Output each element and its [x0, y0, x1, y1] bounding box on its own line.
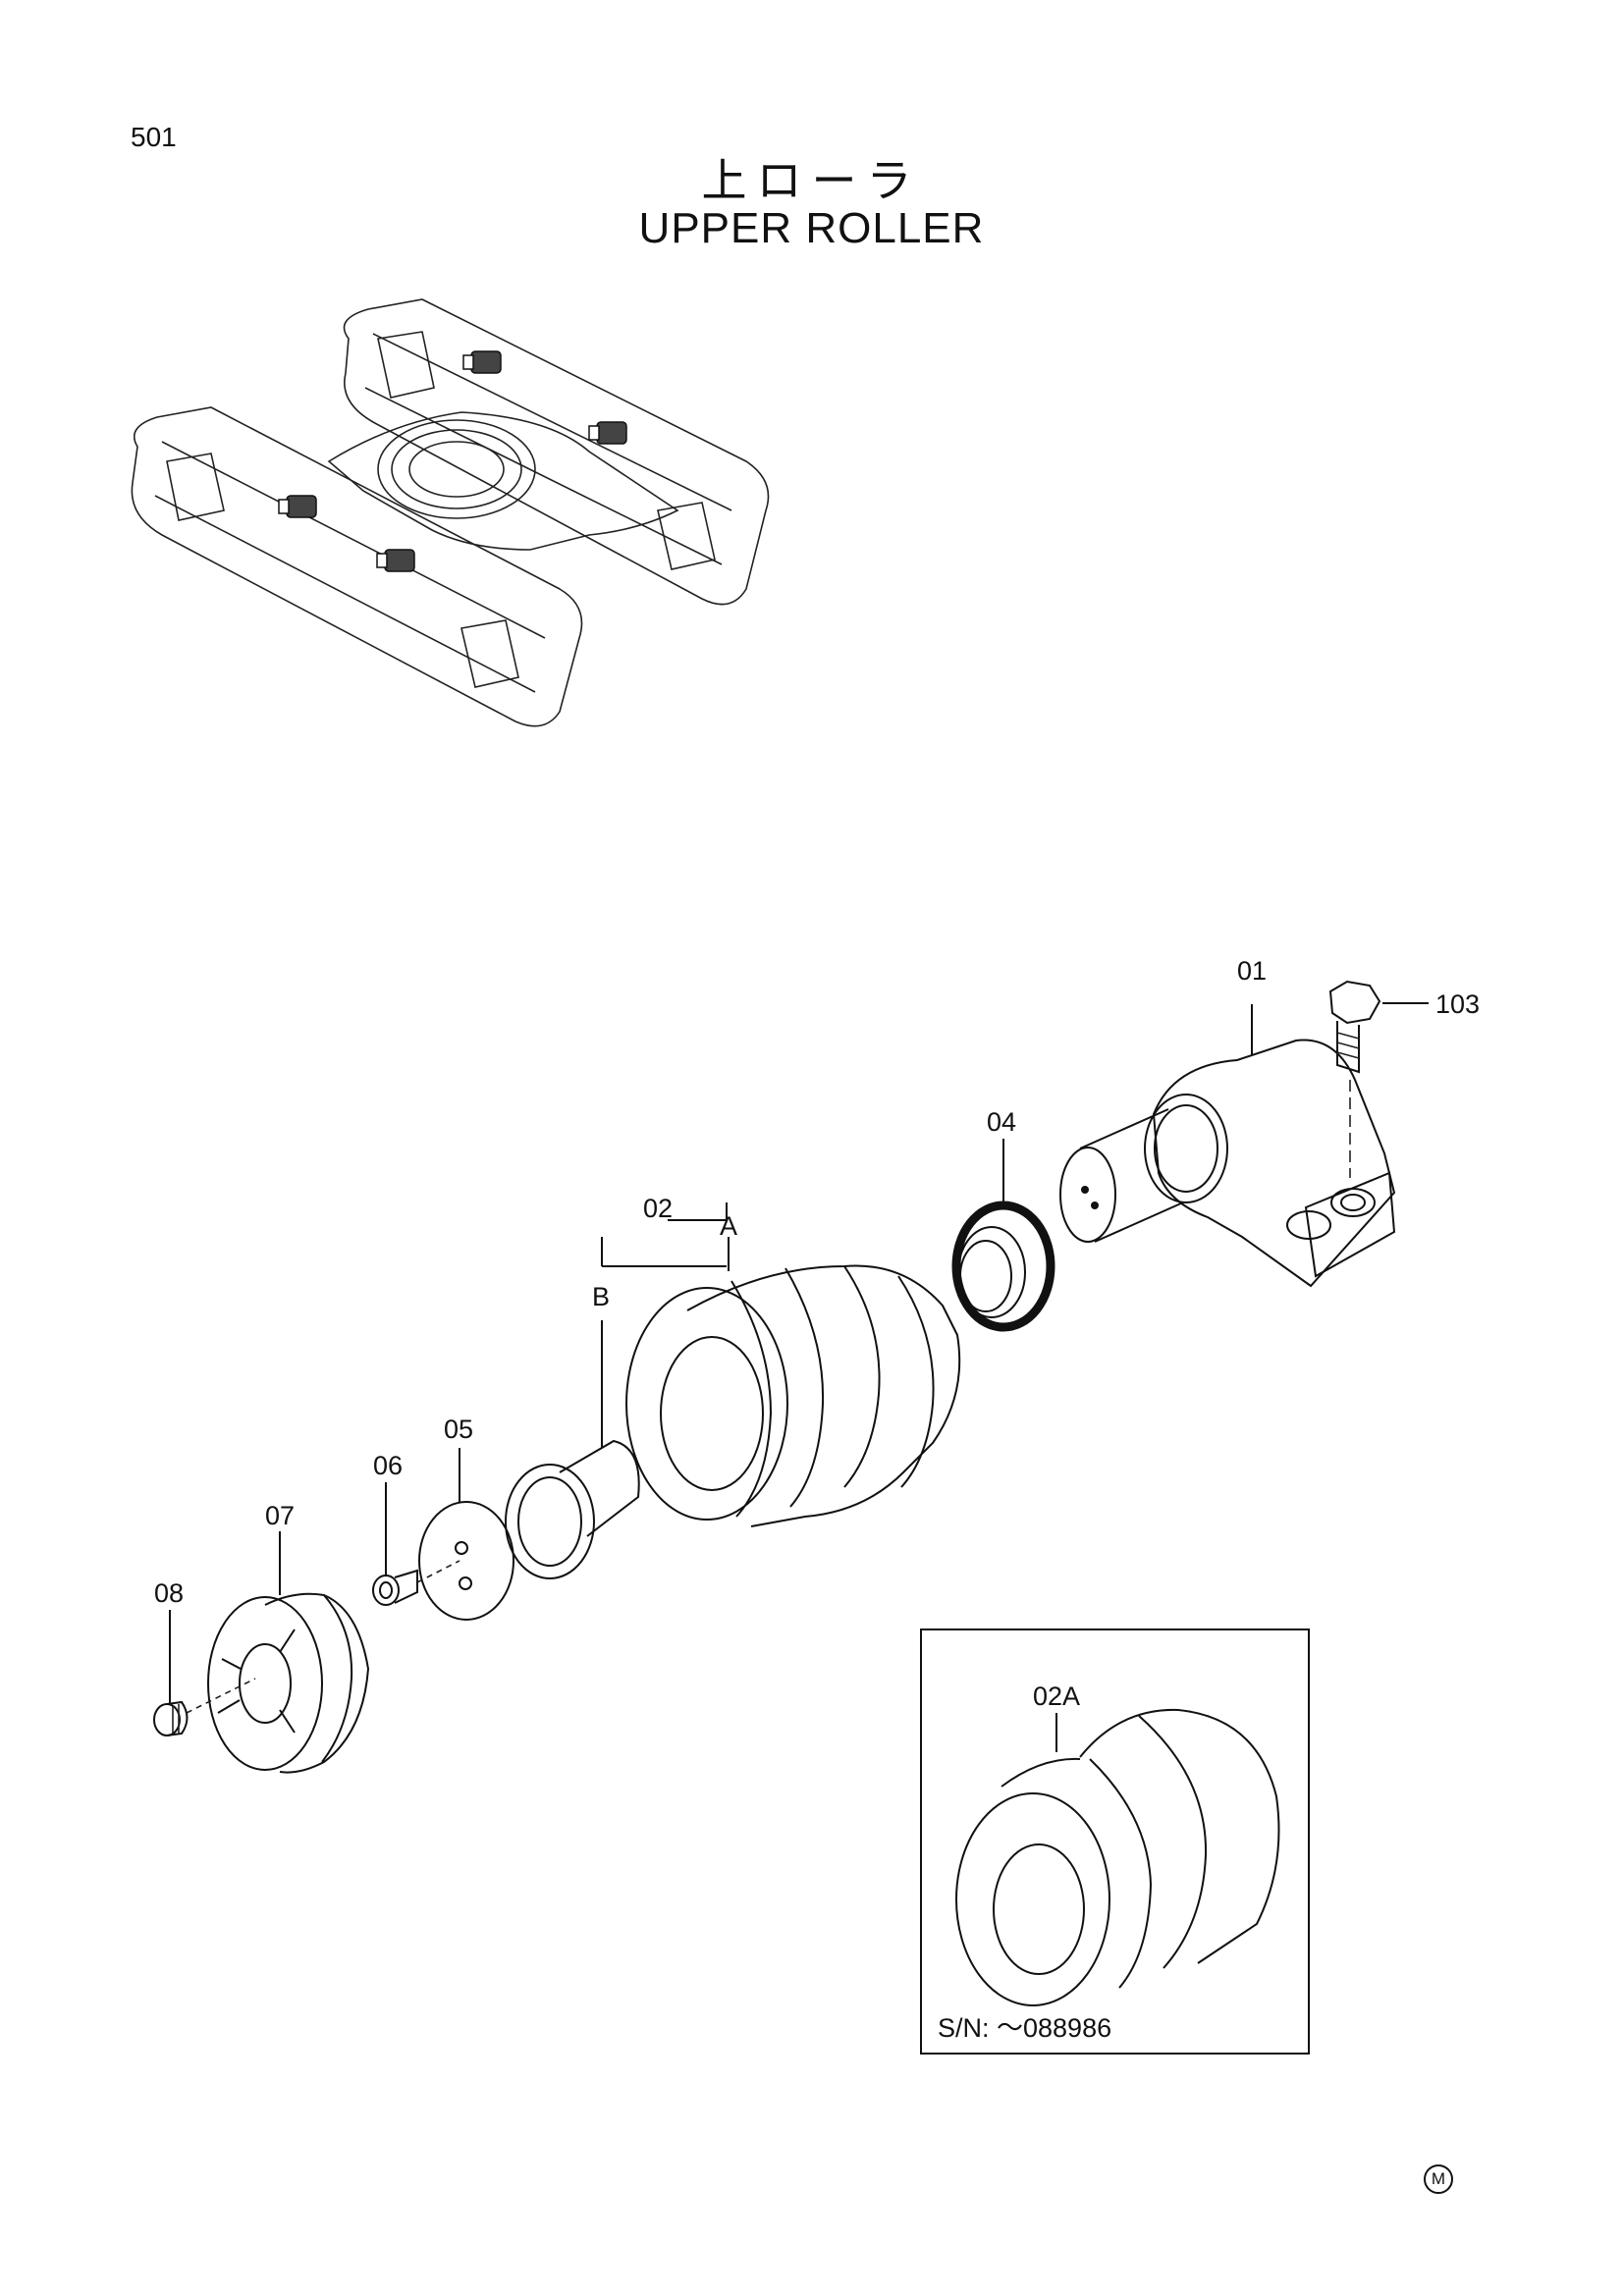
title-english: UPPER ROLLER	[638, 204, 985, 252]
part-07-cover	[186, 1592, 370, 1774]
corner-mark: M	[1424, 2164, 1453, 2194]
label-part-02: 02	[643, 1194, 673, 1223]
part-01-bracket	[1059, 1039, 1396, 1288]
upper-roller-marker	[376, 549, 415, 572]
page-number: 501	[131, 122, 177, 152]
undercarriage-overview	[131, 298, 770, 727]
label-part-02-b: B	[592, 1282, 610, 1311]
inset-label-02a: 02A	[1033, 1682, 1080, 1711]
inset-box-02a: 02A S/N: ～088986	[920, 1629, 1310, 2055]
label-part-07: 07	[265, 1501, 295, 1530]
leader-lines	[169, 1002, 1429, 1752]
label-part-06: 06	[373, 1451, 403, 1480]
part-02-roller	[625, 1264, 961, 1527]
label-part-01: 01	[1237, 956, 1267, 986]
upper-roller-marker	[588, 421, 627, 445]
label-part-05: 05	[444, 1415, 473, 1444]
part-08-plug	[153, 1700, 189, 1736]
inset-serial-note: S/N: ～088986	[938, 2013, 1111, 2043]
upper-roller-marker	[462, 350, 502, 374]
label-part-02-a: A	[720, 1211, 737, 1241]
label-part-08: 08	[154, 1578, 184, 1608]
title-japanese: 上ローラ	[701, 154, 922, 207]
part-02b-bushing	[505, 1439, 640, 1579]
upper-roller-marker	[278, 495, 317, 518]
part-04-seal	[951, 1201, 1055, 1332]
part-05-plate	[418, 1501, 514, 1621]
part-103-bolt	[1328, 980, 1381, 1178]
label-part-103: 103	[1435, 989, 1480, 1019]
label-part-04: 04	[987, 1107, 1016, 1137]
